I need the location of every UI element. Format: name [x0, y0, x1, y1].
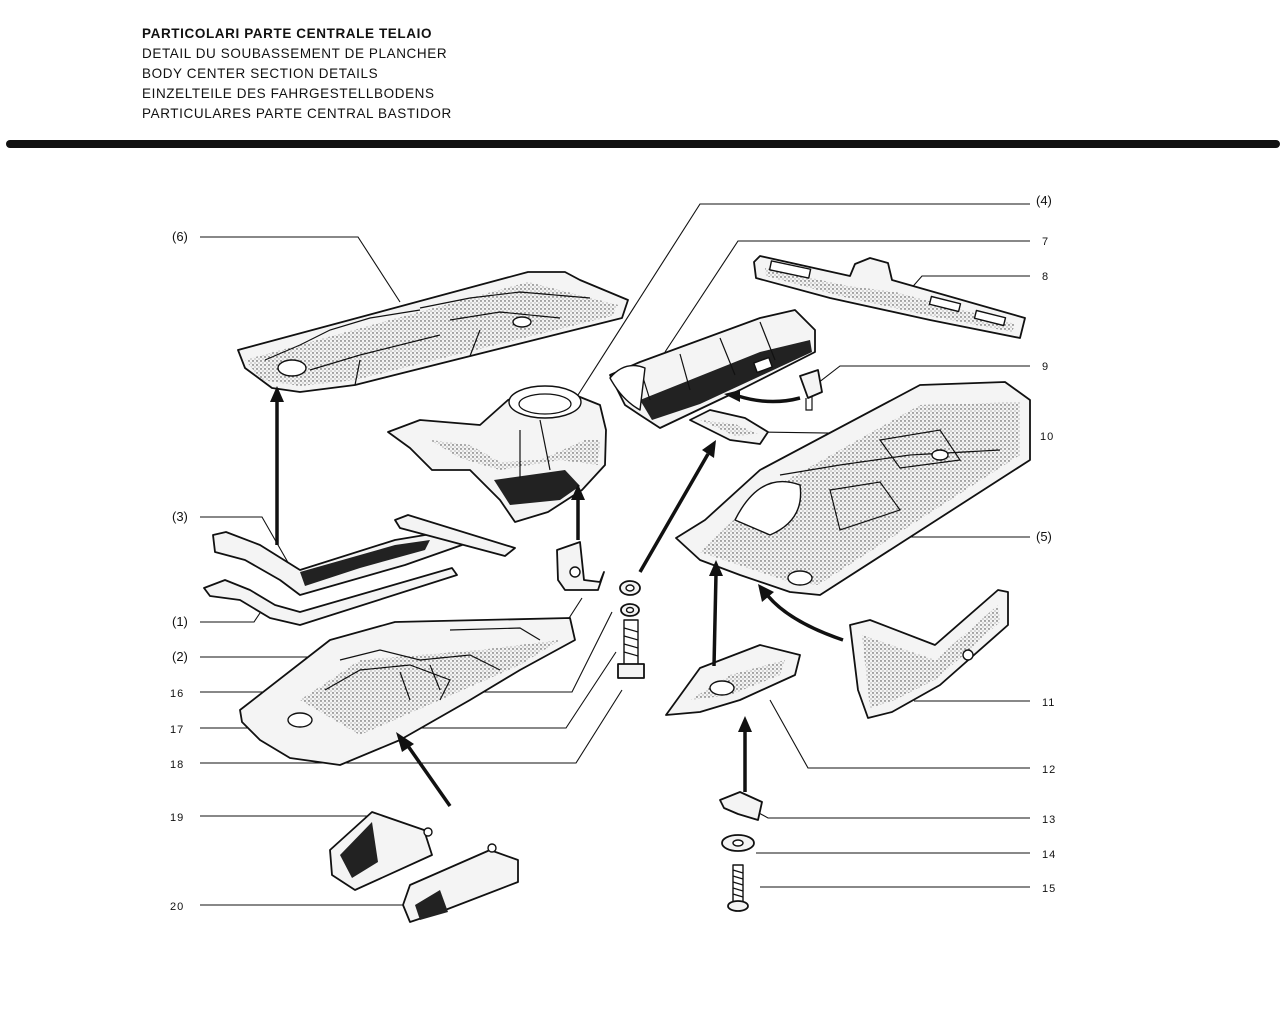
part-4-tunnel-front	[387, 385, 607, 523]
part-16-bracket	[556, 541, 605, 591]
part-7-tunnel-cover	[609, 309, 816, 429]
leader-12	[769, 699, 1030, 769]
callout-7: 7	[1042, 236, 1049, 248]
callout-8: 8	[1042, 271, 1049, 283]
callout-15: 15	[1042, 883, 1056, 895]
callout-3: (3)	[172, 509, 188, 524]
part-6-floor-pan	[237, 271, 629, 393]
leader-1	[200, 609, 263, 623]
callout-1: (1)	[172, 614, 188, 629]
callout-5: (5)	[1036, 529, 1052, 544]
part-3-side-rail	[212, 514, 516, 596]
part-1-sill	[203, 567, 458, 626]
callout-19: 19	[170, 812, 184, 824]
leader-13	[749, 807, 1030, 819]
part-12-curved-plate	[665, 644, 801, 716]
title-spanish: PARTICULARES PARTE CENTRAL BASTIDOR	[142, 105, 452, 122]
part-14-washer	[721, 834, 755, 852]
part-8-crossmember	[753, 255, 1026, 339]
callout-20: 20	[170, 901, 184, 913]
callout-2: (2)	[172, 649, 188, 664]
leader-9	[817, 365, 1030, 384]
assembly-arrows	[270, 386, 844, 808]
callout-13: 13	[1042, 814, 1056, 826]
part-5-right-floor	[675, 381, 1031, 596]
title-block: PARTICOLARI PARTE CENTRALE TELAIO DETAIL…	[142, 24, 452, 124]
callout-11: 11	[1042, 697, 1055, 709]
part-2-lower-floor	[239, 617, 576, 766]
callout-16: 16	[170, 688, 184, 700]
part-17-washers	[619, 580, 641, 617]
title-english: BODY CENTER SECTION DETAILS	[142, 65, 379, 82]
callout-6: (6)	[172, 229, 188, 244]
title-italian: PARTICOLARI PARTE CENTRALE TELAIO	[142, 25, 433, 42]
part-13-clip	[719, 791, 763, 821]
part-9-bracket	[799, 369, 823, 411]
callout-4: (4)	[1036, 193, 1052, 208]
callout-18: 18	[170, 759, 184, 771]
part-20-channel	[402, 843, 519, 923]
part-15-screw	[727, 864, 749, 912]
callout-9: 9	[1042, 361, 1049, 373]
title-french: DETAIL DU SOUBASSEMENT DE PLANCHER	[142, 45, 448, 62]
leader-7	[664, 240, 1030, 353]
callout-12: 12	[1042, 764, 1056, 776]
part-10-plate	[689, 409, 769, 445]
callout-17: 17	[170, 724, 184, 736]
leader-3	[200, 516, 291, 567]
leader-4	[577, 203, 1030, 396]
title-german: EINZELTEILE DES FAHRGESTELLBODENS	[142, 85, 435, 102]
part-19-channel	[329, 811, 433, 891]
leader-6	[200, 236, 401, 303]
callout-labels: (6) (4) 7 8 9 10 (5) (3) (1) (2) 16 17 1…	[170, 193, 1056, 913]
callout-10: 10	[1040, 431, 1054, 443]
part-11-bracket	[849, 589, 1009, 719]
header-rule	[6, 140, 1280, 148]
callout-14: 14	[1042, 849, 1056, 861]
part-18-bolt	[617, 619, 645, 679]
